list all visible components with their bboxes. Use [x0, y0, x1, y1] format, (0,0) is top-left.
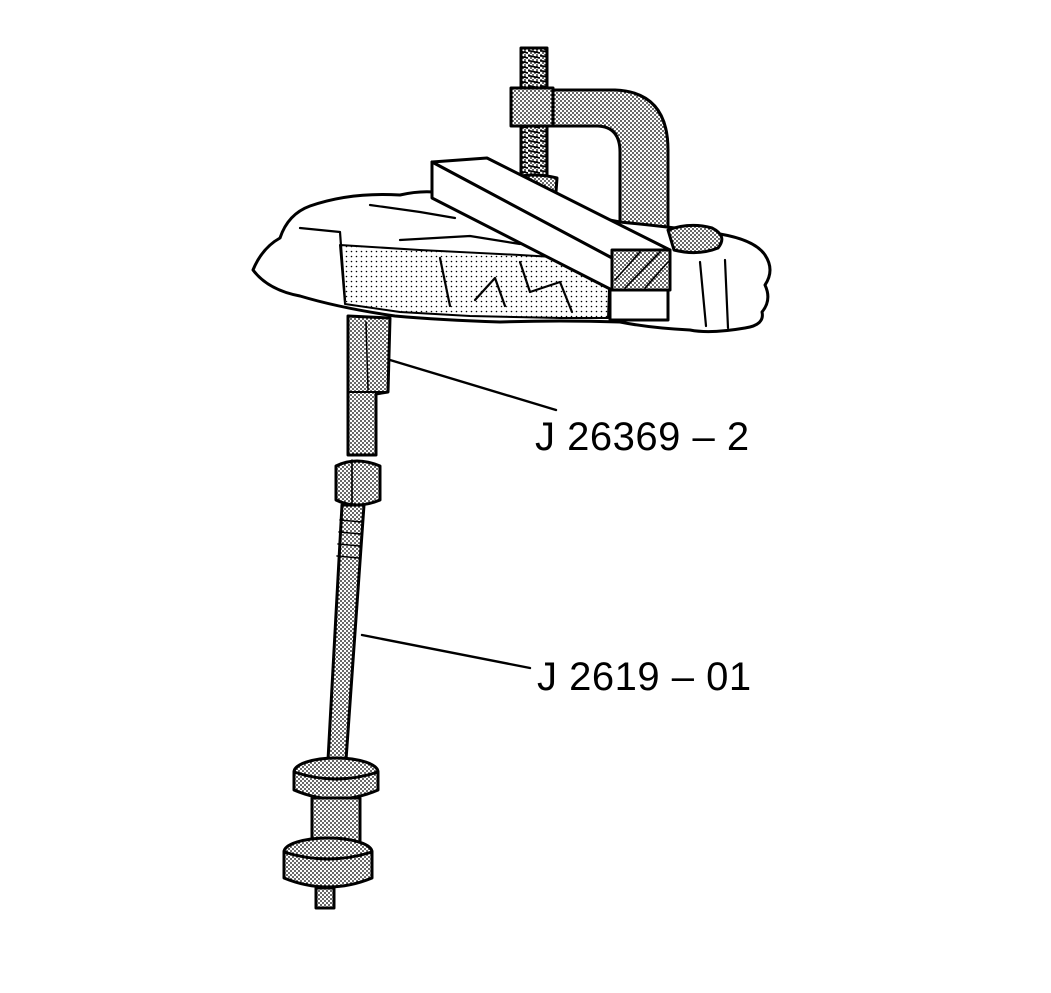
hammer-end-stub	[314, 886, 336, 910]
press-nut	[509, 86, 555, 128]
slide-hammer-rod	[326, 503, 366, 762]
rod-hex-nut	[334, 459, 382, 507]
callout-j26369-2: J 26369 – 2	[535, 415, 750, 459]
housing-bore	[666, 223, 724, 255]
support-block	[608, 288, 670, 322]
leader-line-j26369	[388, 358, 558, 412]
hammer-upper-disc	[292, 770, 380, 801]
housing-side-wall	[339, 244, 611, 319]
hammer-lower-disc	[282, 850, 374, 889]
press-frame	[550, 88, 670, 252]
leader-line-j2619	[360, 633, 532, 670]
remover-tool-j26369	[346, 314, 392, 457]
callout-j2619-01: J 2619 – 01	[537, 655, 752, 699]
